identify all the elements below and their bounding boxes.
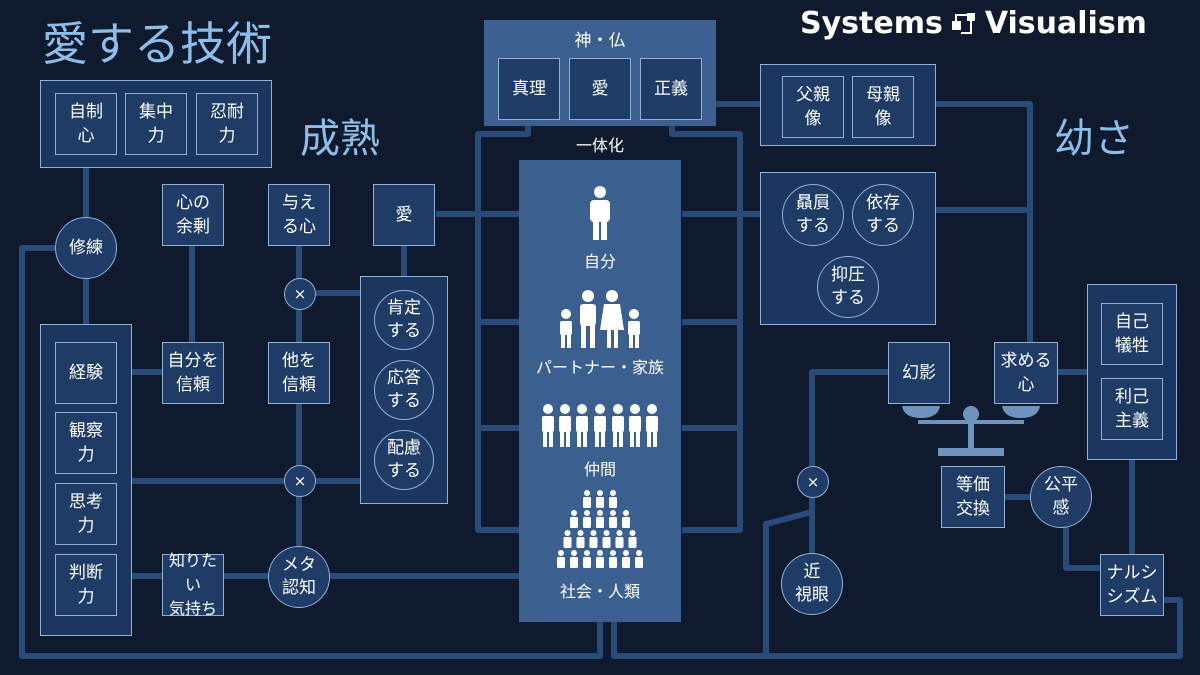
training-node: 修練 bbox=[55, 217, 117, 279]
trust-others-box: 他を 信頼 bbox=[268, 342, 330, 404]
giving-heart-box: 与え る心 bbox=[268, 184, 330, 246]
fairness-node: 公平 感 bbox=[1030, 466, 1092, 528]
concentration-box: 集中 力 bbox=[125, 93, 187, 155]
mother-image-box: 母親 像 bbox=[852, 76, 914, 138]
self-sacrifice-box: 自己 犠牲 bbox=[1101, 303, 1163, 365]
heart-surplus-box: 心の 余剰 bbox=[162, 184, 224, 246]
page-title: 愛する技術 bbox=[42, 17, 272, 71]
divine-love-box: 愛 bbox=[569, 58, 631, 120]
affirm-node: 肯定 する bbox=[374, 290, 434, 350]
multiply-node-lower: × bbox=[284, 465, 316, 497]
heading-maturity: 成熟 bbox=[300, 116, 380, 162]
truth-box: 真理 bbox=[498, 58, 560, 120]
multiply-node-upper: × bbox=[284, 278, 316, 310]
systems-visualism-logo-icon bbox=[951, 12, 975, 34]
person-icon bbox=[590, 186, 610, 240]
patience-box: 忍耐 力 bbox=[196, 93, 258, 155]
illusion-box: 幻影 bbox=[888, 342, 950, 404]
favoritism-node: 贔屓 する bbox=[782, 184, 844, 246]
multiply-node-right: × bbox=[797, 466, 829, 498]
family-icon bbox=[560, 290, 640, 348]
experience-box: 経験 bbox=[55, 342, 117, 404]
divine-title: 神・仏 bbox=[574, 31, 626, 51]
myopia-node: 近 視眼 bbox=[781, 553, 843, 615]
crowd-pyramid-icon bbox=[557, 490, 643, 568]
love-box: 愛 bbox=[373, 184, 435, 246]
equal-exchange-box: 等価 交換 bbox=[941, 466, 1005, 528]
respond-node: 応答 する bbox=[374, 360, 434, 420]
dependence-node: 依存 する bbox=[852, 184, 914, 246]
oppression-node: 抑圧 する bbox=[817, 256, 879, 318]
tier-label-partner-family: パートナー・家族 bbox=[535, 358, 664, 377]
metacognition-node: メタ 認知 bbox=[268, 546, 330, 608]
brand-name-left: Systems bbox=[800, 6, 943, 41]
group-of-people-icon bbox=[542, 404, 658, 447]
unity-label: 一体化 bbox=[575, 136, 624, 155]
tier-label-society-humanity: 社会・人類 bbox=[559, 582, 640, 601]
seeking-heart-box: 求める 心 bbox=[994, 342, 1058, 404]
thinking-box: 思考 力 bbox=[55, 483, 117, 545]
heading-childishness: 幼さ bbox=[1054, 116, 1134, 162]
justice-box: 正義 bbox=[640, 58, 702, 120]
balance-scale-icon bbox=[902, 406, 1040, 456]
egoism-box: 利己 主義 bbox=[1101, 378, 1163, 440]
relationship-tiers-panel: 自分 パートナー・家族 仲間 社会・人類 bbox=[519, 160, 681, 622]
brand-name-right: Visualism bbox=[984, 6, 1147, 41]
father-image-box: 父親 像 bbox=[782, 76, 844, 138]
brand-logo: Systems Visualism bbox=[800, 6, 1147, 41]
curiosity-box: 知りたい 気持ち bbox=[162, 551, 224, 618]
self-control-box: 自制 心 bbox=[55, 93, 117, 155]
self-trust-box: 自分を 信頼 bbox=[162, 342, 224, 404]
tier-label-self: 自分 bbox=[583, 252, 616, 271]
judgment-box: 判断 力 bbox=[55, 554, 117, 616]
tier-label-companions: 仲間 bbox=[583, 460, 616, 479]
observation-box: 観察 力 bbox=[55, 412, 117, 474]
narcissism-box: ナルシ シズム bbox=[1100, 554, 1164, 616]
consider-node: 配慮 する bbox=[374, 430, 434, 490]
